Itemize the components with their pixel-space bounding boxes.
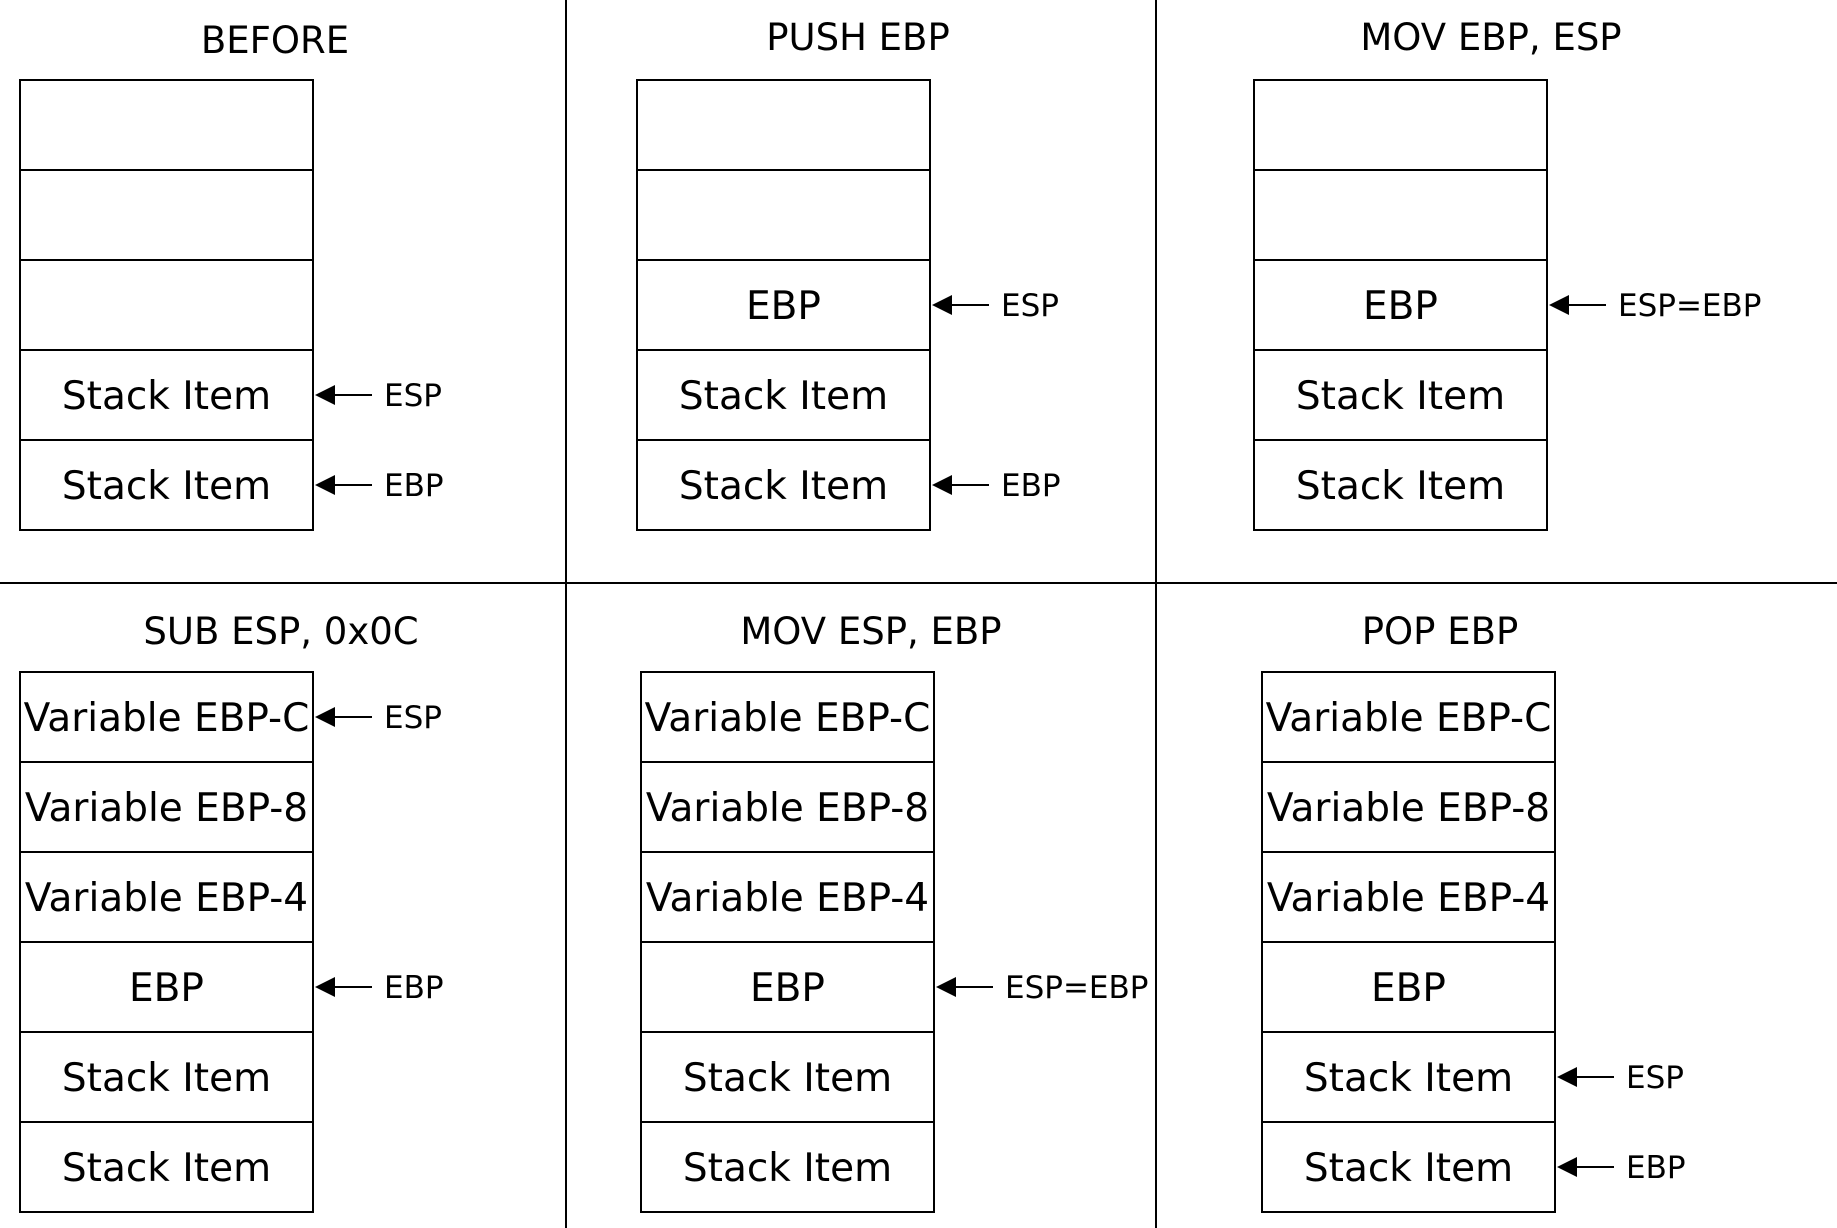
stack-cell-label: Variable EBP-8 xyxy=(1267,786,1550,831)
stack-cell xyxy=(1253,439,1548,531)
stack-cell xyxy=(636,259,931,351)
arrow-head-icon xyxy=(315,977,335,997)
panel-title: MOV EBP, ESP xyxy=(1360,16,1621,59)
stack-cell xyxy=(19,761,314,853)
stack-cell xyxy=(636,169,931,261)
stack-cell xyxy=(636,349,931,441)
stack-cell xyxy=(1261,851,1556,943)
pointer-label: EBP xyxy=(384,970,444,1006)
stack-cell xyxy=(19,79,314,171)
stack-cell-label: Variable EBP-4 xyxy=(646,876,929,921)
stack-cell-label: Variable EBP-C xyxy=(24,696,310,741)
pointer-label: ESP xyxy=(1626,1060,1684,1096)
stack-cell-label: EBP xyxy=(129,966,204,1011)
stack-cell-label: EBP xyxy=(750,966,825,1011)
stack-cell-label: Stack Item xyxy=(679,374,888,419)
panel-6: POP EBP Variable EBP-C Variable EBP-8Varia… xyxy=(1261,610,1686,1213)
stack-cell xyxy=(19,259,314,351)
stack-cell-label: Stack Item xyxy=(1296,464,1505,509)
stack-cell-label: Stack Item xyxy=(1304,1056,1513,1101)
stack-cell-label: Variable EBP-C xyxy=(645,696,931,741)
stack-cell xyxy=(636,79,931,171)
stack-cell xyxy=(19,169,314,261)
pointer-label: ESP xyxy=(384,378,442,414)
pointer-label: EBP xyxy=(384,468,444,504)
stack-cell-label: Stack Item xyxy=(683,1056,892,1101)
stack-cell-label: Stack Item xyxy=(683,1146,892,1191)
panel-5: MOV ESP, EBP Variable EBP-C Variable EBP-8… xyxy=(640,610,1148,1213)
stack-cell xyxy=(640,1031,935,1123)
pointer-arrow xyxy=(315,475,372,495)
pointer-label: ESP xyxy=(1001,288,1059,324)
pointer-label: EBP xyxy=(1626,1150,1686,1186)
pointer-label: ESP=EBP xyxy=(1005,970,1148,1006)
stack-cell-label: Variable EBP-C xyxy=(1266,696,1552,741)
pointer-label: ESP=EBP xyxy=(1618,288,1761,324)
pointer-arrow xyxy=(315,385,372,405)
arrow-head-icon xyxy=(936,977,956,997)
stack-cell-label: Stack Item xyxy=(679,464,888,509)
stack-cell xyxy=(19,349,314,441)
arrow-head-icon xyxy=(1557,1157,1577,1177)
stack-cell-label: Variable EBP-4 xyxy=(1267,876,1550,921)
stack-cell xyxy=(640,671,935,763)
pointer-arrow xyxy=(1557,1067,1614,1087)
stack-cell-label: Stack Item xyxy=(62,374,271,419)
pointer-arrow xyxy=(315,977,372,997)
stack-cell-label: Stack Item xyxy=(1304,1146,1513,1191)
stack-cell xyxy=(1261,761,1556,853)
stack-cell-label: Stack Item xyxy=(1296,374,1505,419)
pointer-arrow xyxy=(936,977,993,997)
arrow-head-icon xyxy=(1557,1067,1577,1087)
stack-cell xyxy=(1253,259,1548,351)
pointer-label: EBP xyxy=(1001,468,1061,504)
stack-cell xyxy=(1253,169,1548,261)
stack-cell xyxy=(19,941,314,1033)
stack-cell-label: Variable EBP-8 xyxy=(646,786,929,831)
stack-cell xyxy=(1253,349,1548,441)
stack-cell-label: Stack Item xyxy=(62,1056,271,1101)
stack-cell xyxy=(640,941,935,1033)
stack-cell xyxy=(1253,79,1548,171)
stack-cell xyxy=(1261,671,1556,763)
panel-title: POP EBP xyxy=(1362,610,1519,653)
pointer-label: ESP xyxy=(384,700,442,736)
panel-title: SUB ESP, 0x0C xyxy=(143,610,418,653)
pointer-arrow xyxy=(1557,1157,1614,1177)
stack-cell-label: Stack Item xyxy=(62,464,271,509)
arrow-head-icon xyxy=(932,475,952,495)
stack-cell xyxy=(636,439,931,531)
stack-cell xyxy=(640,761,935,853)
arrow-head-icon xyxy=(1549,295,1569,315)
arrow-head-icon xyxy=(315,707,335,727)
panel-4: SUB ESP, 0x0C Variable EBP-C Variable EBP-… xyxy=(19,610,444,1213)
stack-cell xyxy=(19,851,314,943)
arrow-head-icon xyxy=(315,385,335,405)
panel-title: MOV ESP, EBP xyxy=(740,610,1001,653)
stack-cell-label: EBP xyxy=(746,284,821,329)
stack-cell-label: Variable EBP-8 xyxy=(25,786,308,831)
arrow-head-icon xyxy=(315,475,335,495)
stack-cell xyxy=(640,1121,935,1213)
arrow-head-icon xyxy=(932,295,952,315)
stack-cell-label: Stack Item xyxy=(62,1146,271,1191)
stack-cell xyxy=(19,1121,314,1213)
pointer-arrow xyxy=(932,295,989,315)
pointer-arrow xyxy=(315,707,372,727)
pointer-arrow xyxy=(1549,295,1606,315)
panel-title: BEFORE xyxy=(201,19,349,62)
stack-cell xyxy=(1261,1121,1556,1213)
stack-cell xyxy=(1261,941,1556,1033)
pointer-arrow xyxy=(932,475,989,495)
panel-title: PUSH EBP xyxy=(766,16,950,59)
stack-cell-label: Variable EBP-4 xyxy=(25,876,308,921)
stack-cell-label: EBP xyxy=(1371,966,1446,1011)
stack-cell-label: EBP xyxy=(1363,284,1438,329)
stack-cell xyxy=(19,439,314,531)
